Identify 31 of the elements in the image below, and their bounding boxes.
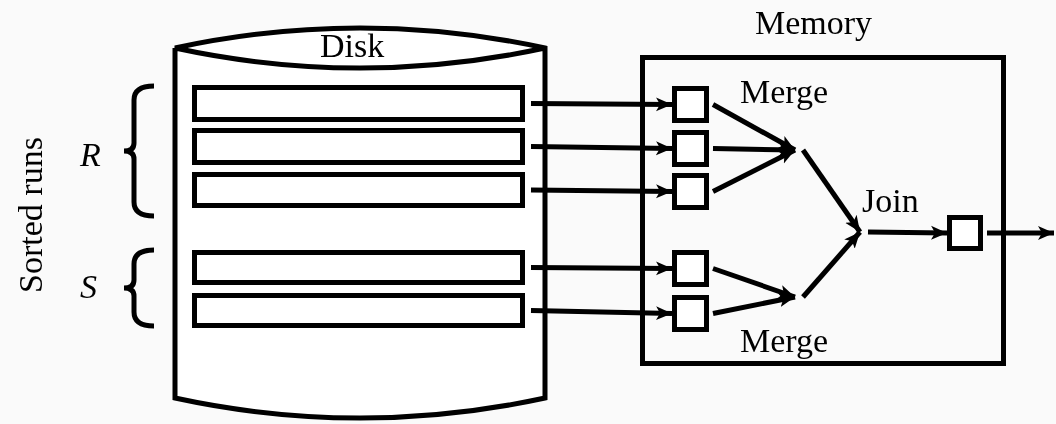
arrow [531,97,672,112]
arrow [987,226,1054,240]
arrow [712,266,796,300]
axis-label: Sorted runs [13,137,48,293]
join-label: Join [862,184,919,218]
memory-label: Memory [755,6,873,40]
arrow [711,147,797,194]
buffer-box [672,250,709,287]
buffer-box [672,130,709,167]
run-bar [192,172,525,208]
merge-label: Merge [740,75,829,109]
arrow [800,148,863,234]
buffer-box [672,295,709,332]
buffer-box [947,215,983,251]
arrow [530,306,673,321]
arrow [530,141,673,156]
run-bar [192,250,525,285]
merge-label: Merge [740,324,829,358]
run-bar [192,128,525,165]
run-bar [192,85,525,122]
arrow [531,261,672,276]
arrow [712,293,796,316]
arrow [530,184,673,199]
arrow [867,225,948,240]
disk-label: Disk [320,29,385,63]
run-bar [192,293,525,328]
arrow [801,230,862,299]
buffer-box [672,86,709,123]
group-label: R [80,138,101,172]
buffer-box [672,173,709,210]
group-label: S [80,270,97,304]
